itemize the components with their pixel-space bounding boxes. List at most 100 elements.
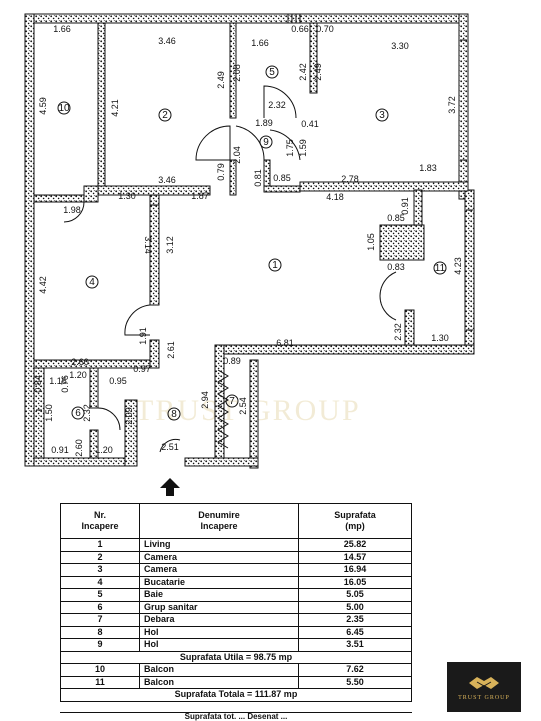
debara-zigzag: [217, 369, 229, 449]
trust-group-logo: TRUST GROUP: [447, 662, 521, 712]
room-label-9: 9: [263, 137, 269, 148]
table-summary: Suprafata Totala = 111.87 mp: [60, 688, 412, 702]
table-cell-nr: 1: [60, 538, 140, 552]
dim: 2.49: [313, 63, 323, 81]
dim: 0.70: [316, 24, 334, 34]
room-label-1: 1: [272, 260, 278, 271]
room-label-3: 3: [379, 110, 385, 121]
table-cell-area: 5.00: [298, 600, 412, 614]
table-cell-area: 5.50: [298, 675, 412, 689]
table-cell-area: 7.62: [298, 663, 412, 677]
table-cell-area: 16.94: [298, 563, 412, 577]
table-cell-area: 14.57: [298, 550, 412, 564]
dim: 0.85: [387, 213, 405, 223]
table-cell-name: Hol: [139, 625, 299, 639]
dim: 2.94: [200, 391, 210, 409]
dim: 0.85: [273, 173, 291, 183]
dim: 4.18: [326, 192, 344, 202]
dim: 0.89: [223, 356, 241, 366]
dim: 2.54: [238, 397, 248, 415]
dim: 1.98: [63, 205, 81, 215]
dim: 0.91: [400, 197, 410, 215]
table-cell-nr: 3: [60, 563, 140, 577]
table-header-row: Nr. Incapere Denumire Incapere Suprafata…: [60, 503, 412, 539]
dim: 6.81: [276, 338, 294, 348]
dim: 2.32: [82, 404, 92, 422]
room-label-2: 2: [162, 110, 168, 121]
windows: [36, 14, 473, 411]
dim: 2.61: [166, 341, 176, 359]
logo-text: TRUST GROUP: [458, 695, 510, 701]
table-cell-nr: 5: [60, 588, 140, 602]
table-cell-area: 25.82: [298, 538, 412, 552]
watermark-text: TRUST GROUP: [135, 394, 361, 427]
dim: 4.23: [453, 257, 463, 275]
table-cell-name: Living: [139, 538, 299, 552]
room-label-8: 8: [171, 409, 177, 420]
dim: 2.78: [341, 174, 359, 184]
table-cell-nr: 9: [60, 638, 140, 652]
table-cell-area: 16.05: [298, 575, 412, 589]
col-header-name: Denumire Incapere: [139, 503, 299, 539]
table-cell-name: Bucatarie: [139, 575, 299, 589]
dim: 0.84: [33, 375, 43, 393]
dim: 1.05: [366, 233, 376, 251]
room-label-11: 11: [435, 263, 446, 274]
table-cell-nr: 7: [60, 613, 140, 627]
walls: [24, 13, 475, 469]
table-cell-name: Balcon: [139, 675, 299, 689]
table-cell-nr: 10: [60, 663, 140, 677]
table-cell-area: 2.35: [298, 613, 412, 627]
table-cell-area: 6.45: [298, 625, 412, 639]
dim: 3.72: [447, 96, 457, 114]
doors: [63, 85, 397, 453]
dim: 1.91: [138, 327, 148, 345]
table-footer: Suprafata tot. ... Desenat ...: [60, 712, 412, 721]
dim: 2.60: [74, 439, 84, 457]
dim: 1.75: [285, 139, 295, 157]
dim: 2.08: [232, 64, 242, 82]
table-summary: Suprafata Utila = 98.75 mp: [60, 650, 412, 664]
table-cell-name: Hol: [139, 638, 299, 652]
table-cell-name: Grup sanitar: [139, 600, 299, 614]
dim: 0.83: [387, 262, 405, 272]
dim: 1.59: [298, 139, 308, 157]
room-labels: 10 2 5 3 9 1 4 11 6 7 8: [57, 65, 447, 421]
dim: 0.95: [109, 376, 127, 386]
room-label-7: 7: [229, 396, 235, 407]
dim: 1.20: [69, 370, 87, 380]
dim: 4.42: [38, 276, 48, 294]
dim: 0.81: [253, 169, 263, 187]
col-header-nr: Nr. Incapere: [60, 503, 140, 539]
table-cell-name: Camera: [139, 550, 299, 564]
dim: 3.30: [391, 41, 409, 51]
dim: 1.50: [44, 404, 54, 422]
room-label-6: 6: [75, 408, 81, 419]
room-label-5: 5: [269, 67, 275, 78]
table-cell-area: 5.05: [298, 588, 412, 602]
dim: 2.51: [161, 442, 179, 452]
floor-plan: TRUST GROUP: [24, 13, 475, 496]
table-cell-name: Baie: [139, 588, 299, 602]
table-cell-nr: 8: [60, 625, 140, 639]
table-cell-nr: 4: [60, 575, 140, 589]
entrance-arrow-icon: [160, 478, 180, 496]
dim: 4.21: [110, 99, 120, 117]
dim: 1.30: [118, 191, 136, 201]
dim: 2.60: [71, 357, 89, 367]
table-summary-row: Suprafata Utila = 98.75 mp: [60, 650, 412, 664]
dim: 0.91: [51, 445, 69, 455]
table-cell-nr: 6: [60, 600, 140, 614]
table-cell-name: Balcon: [139, 663, 299, 677]
dim: 2.04: [232, 146, 242, 164]
